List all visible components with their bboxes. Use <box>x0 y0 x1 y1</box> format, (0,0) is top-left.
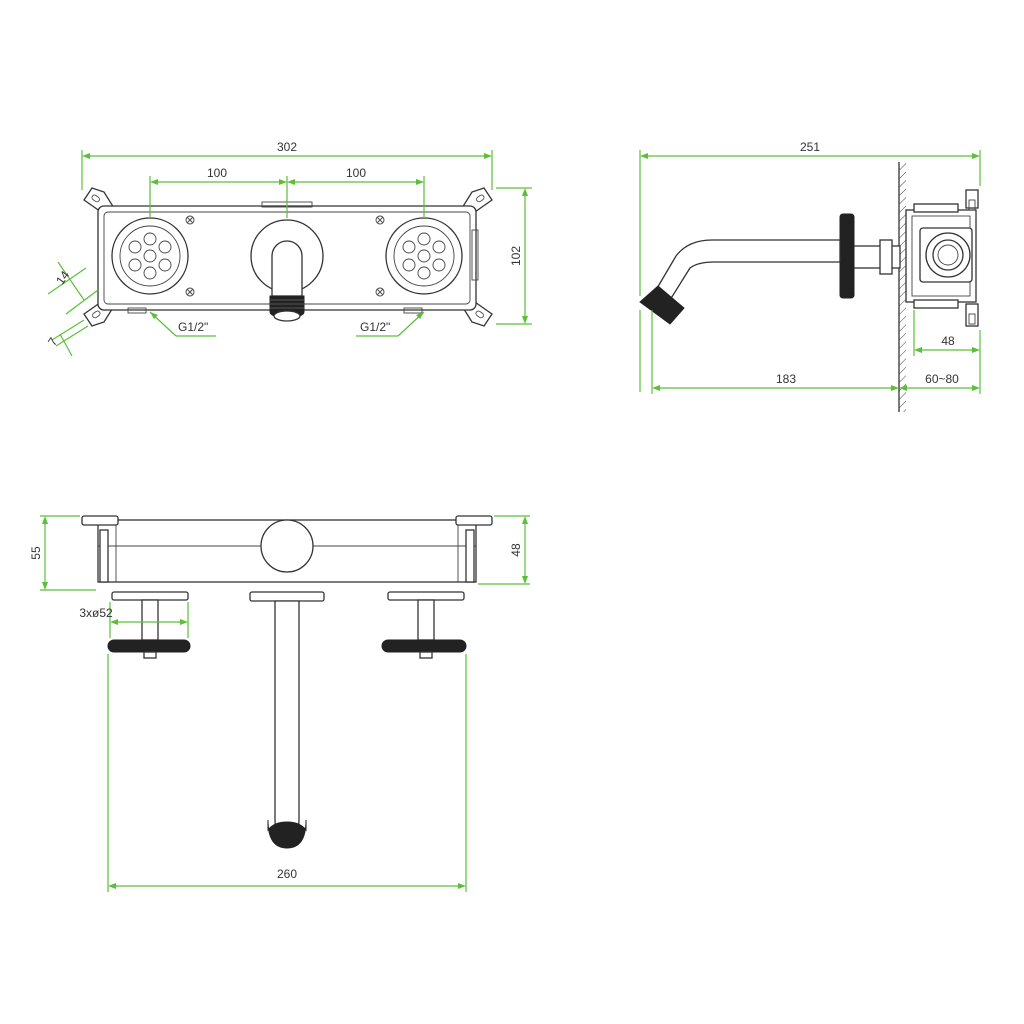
dim-302: 302 <box>81 140 493 190</box>
dim-label-302: 302 <box>277 140 297 154</box>
wall-hatch <box>899 162 906 412</box>
thread-label-left: G1/2" <box>178 320 208 334</box>
dim-48-side: 48 <box>913 310 980 356</box>
top-handle-right <box>381 591 467 659</box>
side-handle <box>839 213 901 299</box>
dim-251: 251 <box>639 140 981 296</box>
side-spout <box>639 239 841 392</box>
dim-label-260: 260 <box>277 867 297 881</box>
thread-callout-right: G1/2" <box>356 311 425 337</box>
dim-label-48-side: 48 <box>941 334 955 348</box>
dim-label-183: 183 <box>776 372 796 386</box>
top-view: 55 48 3xø52 260 <box>29 515 530 892</box>
dim-102: 102 <box>496 187 532 325</box>
dim-60-80: 60~80 <box>899 330 981 394</box>
dim-label-14: 14 <box>53 268 72 287</box>
dim-label-102: 102 <box>509 246 523 266</box>
dim-label-48-top: 48 <box>509 543 523 557</box>
thread-callout-left: G1/2" <box>149 311 216 337</box>
dim-7: 7 <box>45 319 89 357</box>
spout-front <box>250 219 324 322</box>
front-view: 302 100 100 102 14 <box>45 140 532 357</box>
dim-label-3x52: 3xø52 <box>79 606 113 620</box>
dim-label-100-right: 100 <box>346 166 366 180</box>
screw-icon <box>185 215 385 297</box>
dim-3x52: 3xø52 <box>79 602 189 638</box>
dim-label-60-80: 60~80 <box>925 372 959 386</box>
dim-48-top: 48 <box>478 515 530 585</box>
dim-55: 55 <box>29 515 96 591</box>
top-box <box>81 515 493 583</box>
side-housing <box>905 189 979 327</box>
thread-label-right: G1/2" <box>360 320 390 334</box>
dim-label-100-left: 100 <box>207 166 227 180</box>
dim-183: 183 <box>651 310 899 394</box>
dim-14: 14 <box>47 261 99 315</box>
top-spout <box>249 591 325 849</box>
dim-260: 260 <box>107 654 467 892</box>
dim-100-left: 100 100 <box>149 166 425 218</box>
dim-label-55: 55 <box>29 546 43 560</box>
top-handle-left <box>107 591 191 659</box>
dim-label-251: 251 <box>800 140 820 154</box>
side-view: 251 183 60~80 48 <box>639 140 981 412</box>
